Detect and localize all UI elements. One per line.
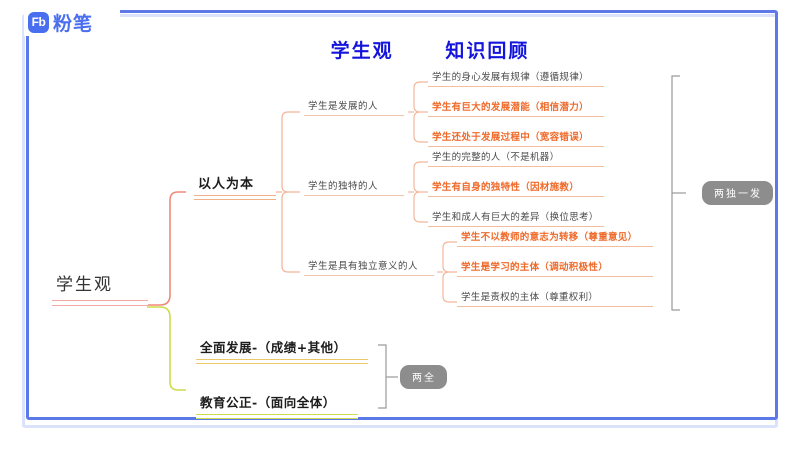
group-label: 学生是发展的人 [308, 101, 379, 112]
leaf-label: 学生的完整的人（不是机器） [432, 152, 560, 163]
group-underline [304, 275, 434, 276]
logo-mark-icon: Fb [28, 12, 49, 33]
branch-node-education-fairness[interactable]: 教育公正-（面向全体） [196, 392, 358, 419]
branch-node-all-round-development[interactable]: 全面发展-（成绩+其他） [196, 337, 368, 364]
leaf-node[interactable]: 学生有自身的独特性（因材施教） [428, 179, 604, 197]
leaf-node[interactable]: 学生还处于发展过程中（宽容错误） [428, 129, 604, 147]
leaf-label: 学生有巨大的发展潜能（相信潜力） [432, 102, 589, 113]
branch-underline-green [196, 414, 358, 419]
branch-label: 全面发展-（成绩+其他） [200, 340, 347, 355]
leaf-underline [457, 306, 653, 307]
branch-label: 教育公正-（面向全体） [200, 395, 336, 410]
page-title: 学生观 知识回顾 [330, 40, 530, 62]
leaf-underline [428, 166, 604, 167]
leaf-underline [428, 86, 604, 87]
leaf-node[interactable]: 学生不以教师的意志为转移（尊重意见） [457, 229, 653, 247]
leaf-node[interactable]: 学生是学习的主体（调动积极性） [457, 259, 653, 277]
summary-badge-liangdu-yifa[interactable]: 两独一发 [702, 181, 773, 205]
leaf-label: 学生不以教师的意志为转移（尊重意见） [461, 232, 638, 243]
branch-label: 以人为本 [198, 177, 255, 192]
slide-frame [26, 10, 778, 420]
leaf-label: 学生和成人有巨大的差异（换位思考） [432, 212, 599, 223]
group-label: 学生是具有独立意义的人 [308, 261, 419, 272]
group-node-unique-person[interactable]: 学生的独特的人 [304, 178, 404, 196]
leaf-label: 学生还处于发展过程中（宽容错误） [432, 132, 589, 143]
leaf-label: 学生有自身的独特性（因材施教） [432, 182, 580, 193]
group-node-developing-person[interactable]: 学生是发展的人 [304, 98, 404, 116]
leaf-label: 学生是责权的主体（尊重权利） [461, 292, 599, 303]
leaf-underline [457, 246, 653, 247]
leaf-node[interactable]: 学生是责权的主体（尊重权利） [457, 289, 653, 307]
leaf-underline [457, 276, 653, 277]
logo-wordmark: 粉笔 [53, 13, 94, 35]
root-label: 学生观 [56, 275, 113, 295]
leaf-underline [428, 226, 604, 227]
root-underline [52, 300, 148, 306]
group-underline [304, 195, 404, 196]
leaf-node[interactable]: 学生的完整的人（不是机器） [428, 149, 604, 167]
leaf-node[interactable]: 学生和成人有巨大的差异（换位思考） [428, 209, 604, 227]
summary-badge-liangquan[interactable]: 两全 [400, 365, 447, 389]
leaf-label: 学生的身心发展有规律（遵循规律） [432, 72, 589, 83]
group-underline [304, 115, 404, 116]
fenbi-logo: Fb 粉笔 [28, 9, 93, 36]
branch-underline-gold [196, 359, 368, 364]
branch-underline [194, 195, 276, 200]
leaf-node[interactable]: 学生有巨大的发展潜能（相信潜力） [428, 99, 604, 117]
group-label: 学生的独特的人 [308, 181, 379, 192]
leaf-underline [428, 146, 604, 147]
leaf-underline [428, 196, 604, 197]
group-node-independent-person[interactable]: 学生是具有独立意义的人 [304, 258, 434, 276]
branch-node-people-oriented[interactable]: 以人为本 [194, 173, 276, 200]
leaf-node[interactable]: 学生的身心发展有规律（遵循规律） [428, 69, 604, 87]
leaf-underline [428, 116, 604, 117]
mindmap-root-node[interactable]: 学生观 [52, 270, 148, 306]
leaf-label: 学生是学习的主体（调动积极性） [461, 262, 609, 273]
